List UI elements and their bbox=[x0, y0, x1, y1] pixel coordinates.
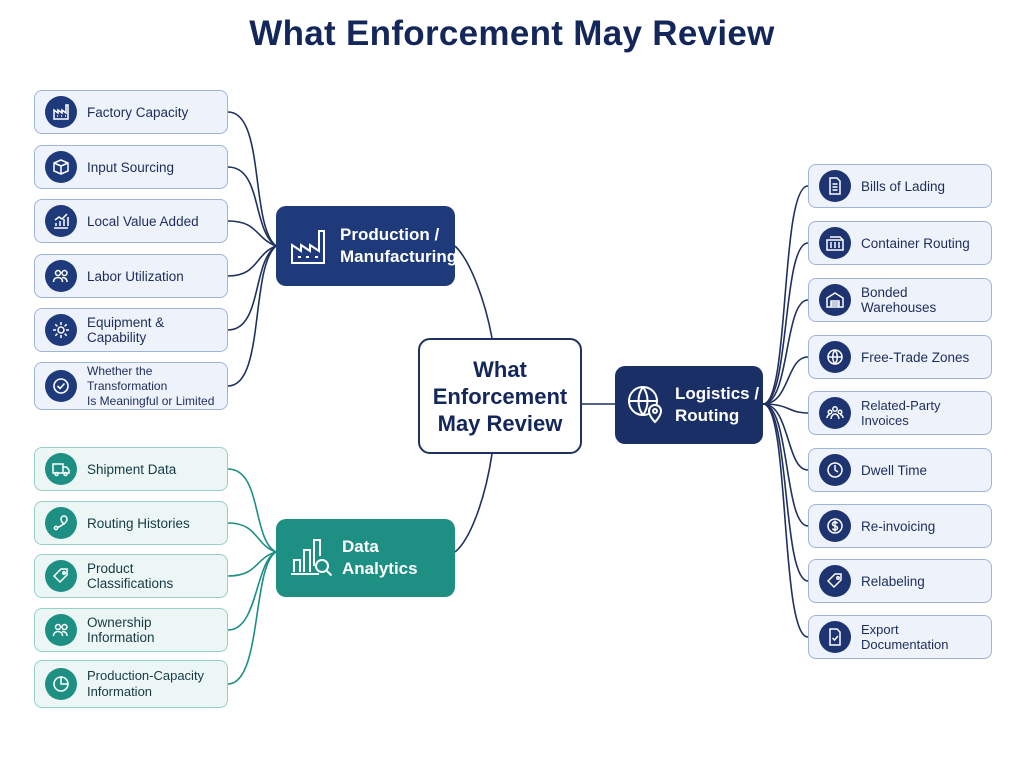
data-item-product-classifications: Product Classifications bbox=[34, 554, 228, 598]
people-icon bbox=[45, 260, 77, 292]
item-label: Input Sourcing bbox=[87, 159, 175, 175]
production-item-equipment-capability: Equipment & Capability bbox=[34, 308, 228, 352]
logistics-item-relabeling: Relabeling bbox=[808, 559, 992, 603]
hub-label-line1: Logistics / bbox=[675, 384, 760, 403]
center-line1: What bbox=[473, 356, 527, 382]
logistics-item-bills-of-lading: Bills of Lading bbox=[808, 164, 992, 208]
item-label: Free-Trade Zones bbox=[861, 349, 970, 365]
item-label: Container Routing bbox=[861, 235, 970, 251]
production-item-local-value-added: Local Value Added bbox=[34, 199, 228, 243]
bar-chart-magnifier-icon bbox=[291, 539, 333, 577]
logistics-item-related-party-invoices: Related-Party Invoices bbox=[808, 391, 992, 435]
item-label: Factory Capacity bbox=[87, 104, 189, 120]
item-label-line1: Production-Capacity bbox=[87, 668, 205, 683]
box-icon bbox=[45, 151, 77, 183]
container-icon bbox=[819, 227, 851, 259]
production-item-labor-utilization: Labor Utilization bbox=[34, 254, 228, 298]
truck-icon bbox=[45, 453, 77, 485]
pie-chart-icon bbox=[45, 668, 77, 700]
production-item-input-sourcing: Input Sourcing bbox=[34, 145, 228, 189]
hub-production-manufacturing: Production / Manufacturing bbox=[276, 206, 458, 286]
clock-icon bbox=[819, 454, 851, 486]
item-label: Equipment & Capability bbox=[87, 315, 165, 345]
logistics-item-free-trade-zones: Free-Trade Zones bbox=[808, 335, 992, 379]
item-label-line1: Whether the Transformation bbox=[87, 363, 168, 393]
dollar-icon bbox=[819, 510, 851, 542]
item-label: Routing Histories bbox=[87, 515, 190, 531]
tag-icon bbox=[45, 560, 77, 592]
item-label: Relabeling bbox=[861, 573, 925, 589]
item-label-line2: Information bbox=[87, 684, 153, 699]
item-label-line2: Is Meaningful or Limited bbox=[87, 393, 215, 408]
page-title: What Enforcement May Review bbox=[249, 14, 775, 53]
logistics-item-bonded-warehouses: Bonded Warehouses bbox=[808, 278, 992, 322]
route-pin-icon bbox=[45, 507, 77, 539]
item-label: Bonded Warehouses bbox=[861, 285, 937, 315]
logistics-item-container-routing: Container Routing bbox=[808, 221, 992, 265]
gear-icon bbox=[45, 314, 77, 346]
hub-label-line2: Manufacturing bbox=[340, 247, 458, 266]
factory-icon bbox=[291, 230, 325, 264]
group-icon bbox=[819, 397, 851, 429]
item-label: Bills of Lading bbox=[861, 178, 946, 194]
item-label: Shipment Data bbox=[87, 461, 177, 477]
production-item-factory-capacity: Factory Capacity bbox=[34, 90, 228, 134]
data-item-shipment-data: Shipment Data bbox=[34, 447, 228, 491]
center-line3: May Review bbox=[437, 410, 563, 436]
item-label: Ownership Information bbox=[87, 615, 155, 645]
item-label: Re-invoicing bbox=[861, 518, 936, 534]
globe-pin-icon bbox=[628, 386, 663, 424]
growth-chart-icon bbox=[45, 205, 77, 237]
people-icon bbox=[45, 614, 77, 646]
warehouse-icon bbox=[819, 284, 851, 316]
center-line2: Enforcement bbox=[432, 383, 568, 409]
document-icon bbox=[819, 170, 851, 202]
check-circle-icon bbox=[45, 370, 77, 402]
logistics-item-dwell-time: Dwell Time bbox=[808, 448, 992, 492]
data-item-routing-histories: Routing Histories bbox=[34, 501, 228, 545]
hub-label: Data Analytics bbox=[342, 537, 418, 578]
item-label: Local Value Added bbox=[87, 213, 199, 229]
checklist-document-icon bbox=[819, 621, 851, 653]
item-label: Product Classifications bbox=[87, 561, 174, 591]
data-item-ownership-information: Ownership Information bbox=[34, 608, 228, 652]
logistics-item-export-documentation: Export Documentation bbox=[808, 615, 992, 659]
hub-label-line2: Routing bbox=[675, 406, 740, 425]
item-label: Dwell Time bbox=[861, 462, 928, 478]
item-label: Related-Party Invoices bbox=[861, 398, 941, 428]
tag-icon bbox=[819, 565, 851, 597]
item-label: Labor Utilization bbox=[87, 268, 184, 284]
hub-logistics-routing: Logistics / Routing bbox=[615, 366, 763, 444]
item-label: Export Documentation bbox=[861, 622, 949, 652]
factory-icon bbox=[45, 96, 77, 128]
globe-icon bbox=[819, 341, 851, 373]
logistics-item-re-invoicing: Re-invoicing bbox=[808, 504, 992, 548]
hub-data-analytics: Data Analytics bbox=[276, 519, 455, 597]
hub-label-line1: Production / bbox=[340, 225, 440, 244]
